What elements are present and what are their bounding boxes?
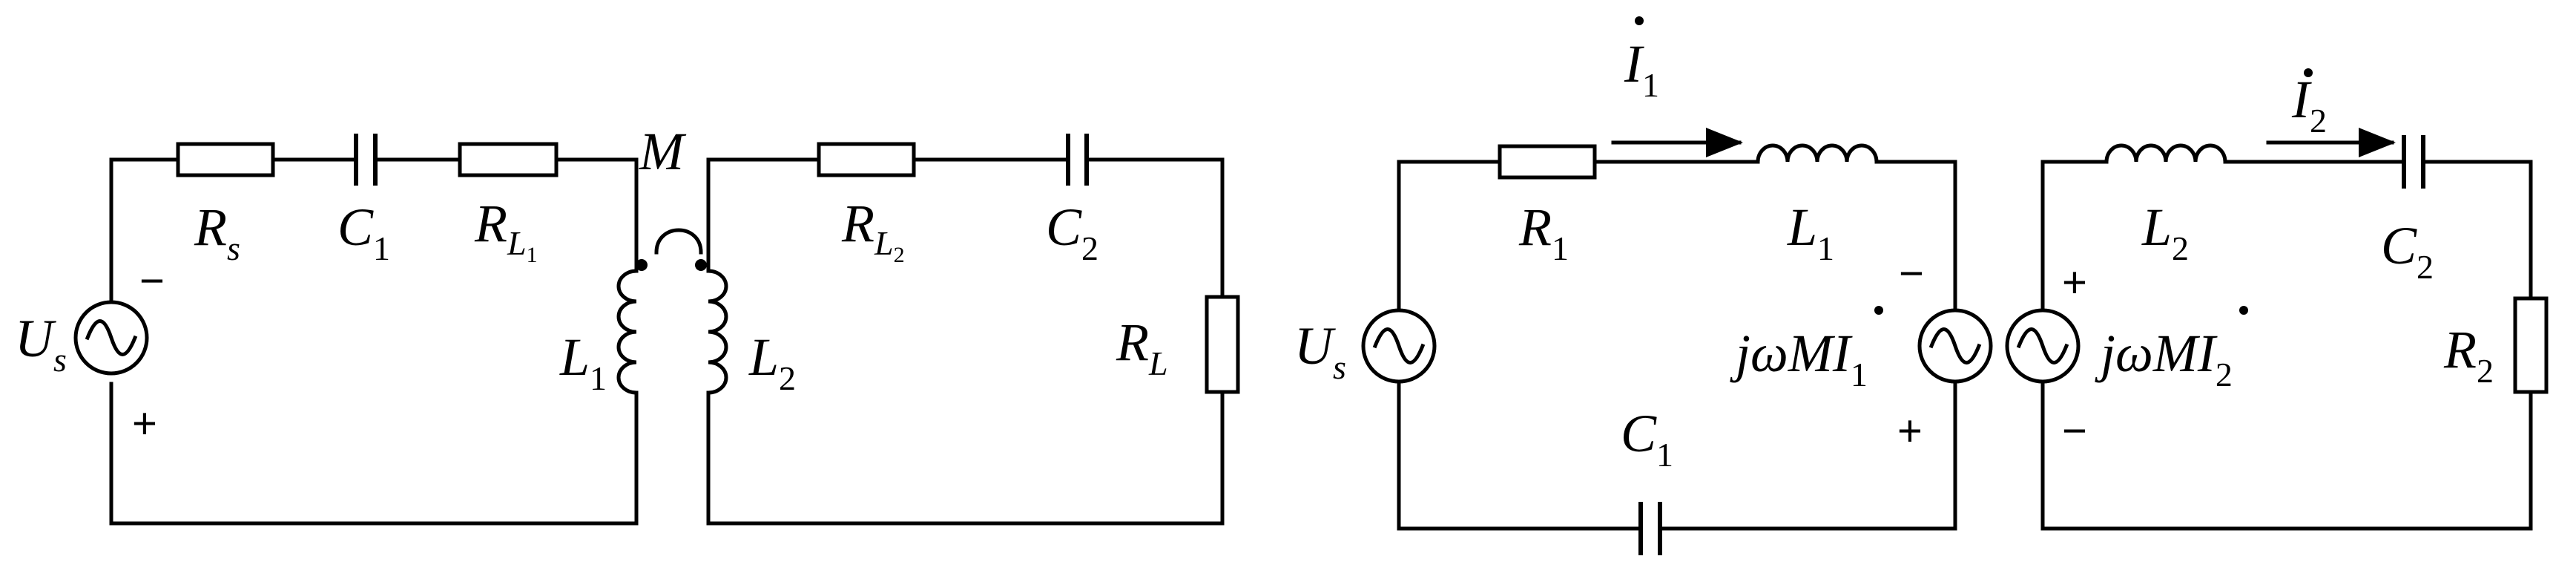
label-i1: I1 <box>1624 16 1659 104</box>
phasor-dot-emf2-icon <box>2239 306 2248 315</box>
label-rs: Rs <box>194 197 240 267</box>
label-emf1: jωMI1 <box>1730 306 1883 393</box>
label-left-us: Us <box>15 309 67 379</box>
left-primary-loop <box>73 134 639 526</box>
right-primary-wire <box>1397 160 1957 531</box>
resistor-rl2 <box>817 142 916 177</box>
emf1-bottom-sign: + <box>1897 407 1923 455</box>
left-source-bottom-sign: + <box>132 399 157 448</box>
left-primary-wire <box>109 157 639 526</box>
emf2-top-sign: + <box>2062 258 2087 307</box>
label-rl2: RL2 <box>841 194 905 267</box>
capacitor-right-c1 <box>1638 502 1662 555</box>
resistor-rl1 <box>458 142 559 177</box>
label-r2: R2 <box>2443 320 2494 390</box>
phasor-dot-i2-icon <box>2304 68 2313 77</box>
left-secondary-wire <box>706 157 1225 526</box>
label-right-l1: L1 <box>1787 197 1834 267</box>
label-mutual-m: M <box>639 122 687 181</box>
right-ac-source-icon <box>1361 308 1437 384</box>
capacitor-right-c2 <box>2402 135 2425 189</box>
label-rl1: RL1 <box>474 194 538 267</box>
dot-marker-l1 <box>636 259 648 271</box>
label-left-l2: L2 <box>748 327 796 397</box>
left-source-top-sign: − <box>139 257 165 305</box>
svg-text:jωMI1: jωMI1 <box>1730 324 1868 393</box>
emf-source-1-icon <box>1917 308 1993 384</box>
label-r1: R1 <box>1518 197 1569 267</box>
label-right-us: Us <box>1294 316 1346 386</box>
left-secondary-loop <box>706 134 1240 526</box>
label-emf2: jωMI2 <box>2095 306 2248 393</box>
emf2-bottom-sign: − <box>2062 407 2087 455</box>
label-i2: I2 <box>2291 68 2327 140</box>
resistor-r1 <box>1498 144 1597 180</box>
right-primary-loop <box>1361 143 1993 555</box>
label-rl: RL <box>1116 313 1168 382</box>
label-left-l1: L1 <box>559 327 607 397</box>
inductor-right-l2-icon <box>2104 143 2227 164</box>
capacitor-c2 <box>1066 134 1089 186</box>
inductor-l1-icon <box>616 269 639 395</box>
mutual-coupling <box>636 228 707 271</box>
resistor-rs <box>176 142 275 177</box>
label-right-l2: L2 <box>2141 197 2189 267</box>
right-secondary-loop <box>2005 135 2549 531</box>
label-left-c2: C2 <box>1046 197 1098 267</box>
dot-marker-l2 <box>695 259 707 271</box>
inductor-right-l1-icon <box>1756 143 1879 164</box>
inductor-l2-icon <box>706 269 728 395</box>
resistor-r2 <box>2513 296 2549 394</box>
right-secondary-wire <box>2040 160 2533 531</box>
phasor-dot-emf1-icon <box>1874 306 1883 315</box>
emf1-top-sign: − <box>1899 249 1924 298</box>
label-right-c1: C1 <box>1621 404 1673 474</box>
capacitor-c1 <box>354 134 378 186</box>
svg-text:I1: I1 <box>1624 34 1659 104</box>
phasor-dot-i1-icon <box>1635 16 1644 25</box>
emf-source-2-icon <box>2005 308 2081 384</box>
svg-text:I2: I2 <box>2291 70 2327 140</box>
left-ac-source-icon <box>73 300 149 376</box>
resistor-rl <box>1205 295 1240 394</box>
label-left-c1: C1 <box>337 197 390 267</box>
svg-text:jωMI2: jωMI2 <box>2095 324 2233 393</box>
label-right-c2: C2 <box>2381 216 2434 286</box>
